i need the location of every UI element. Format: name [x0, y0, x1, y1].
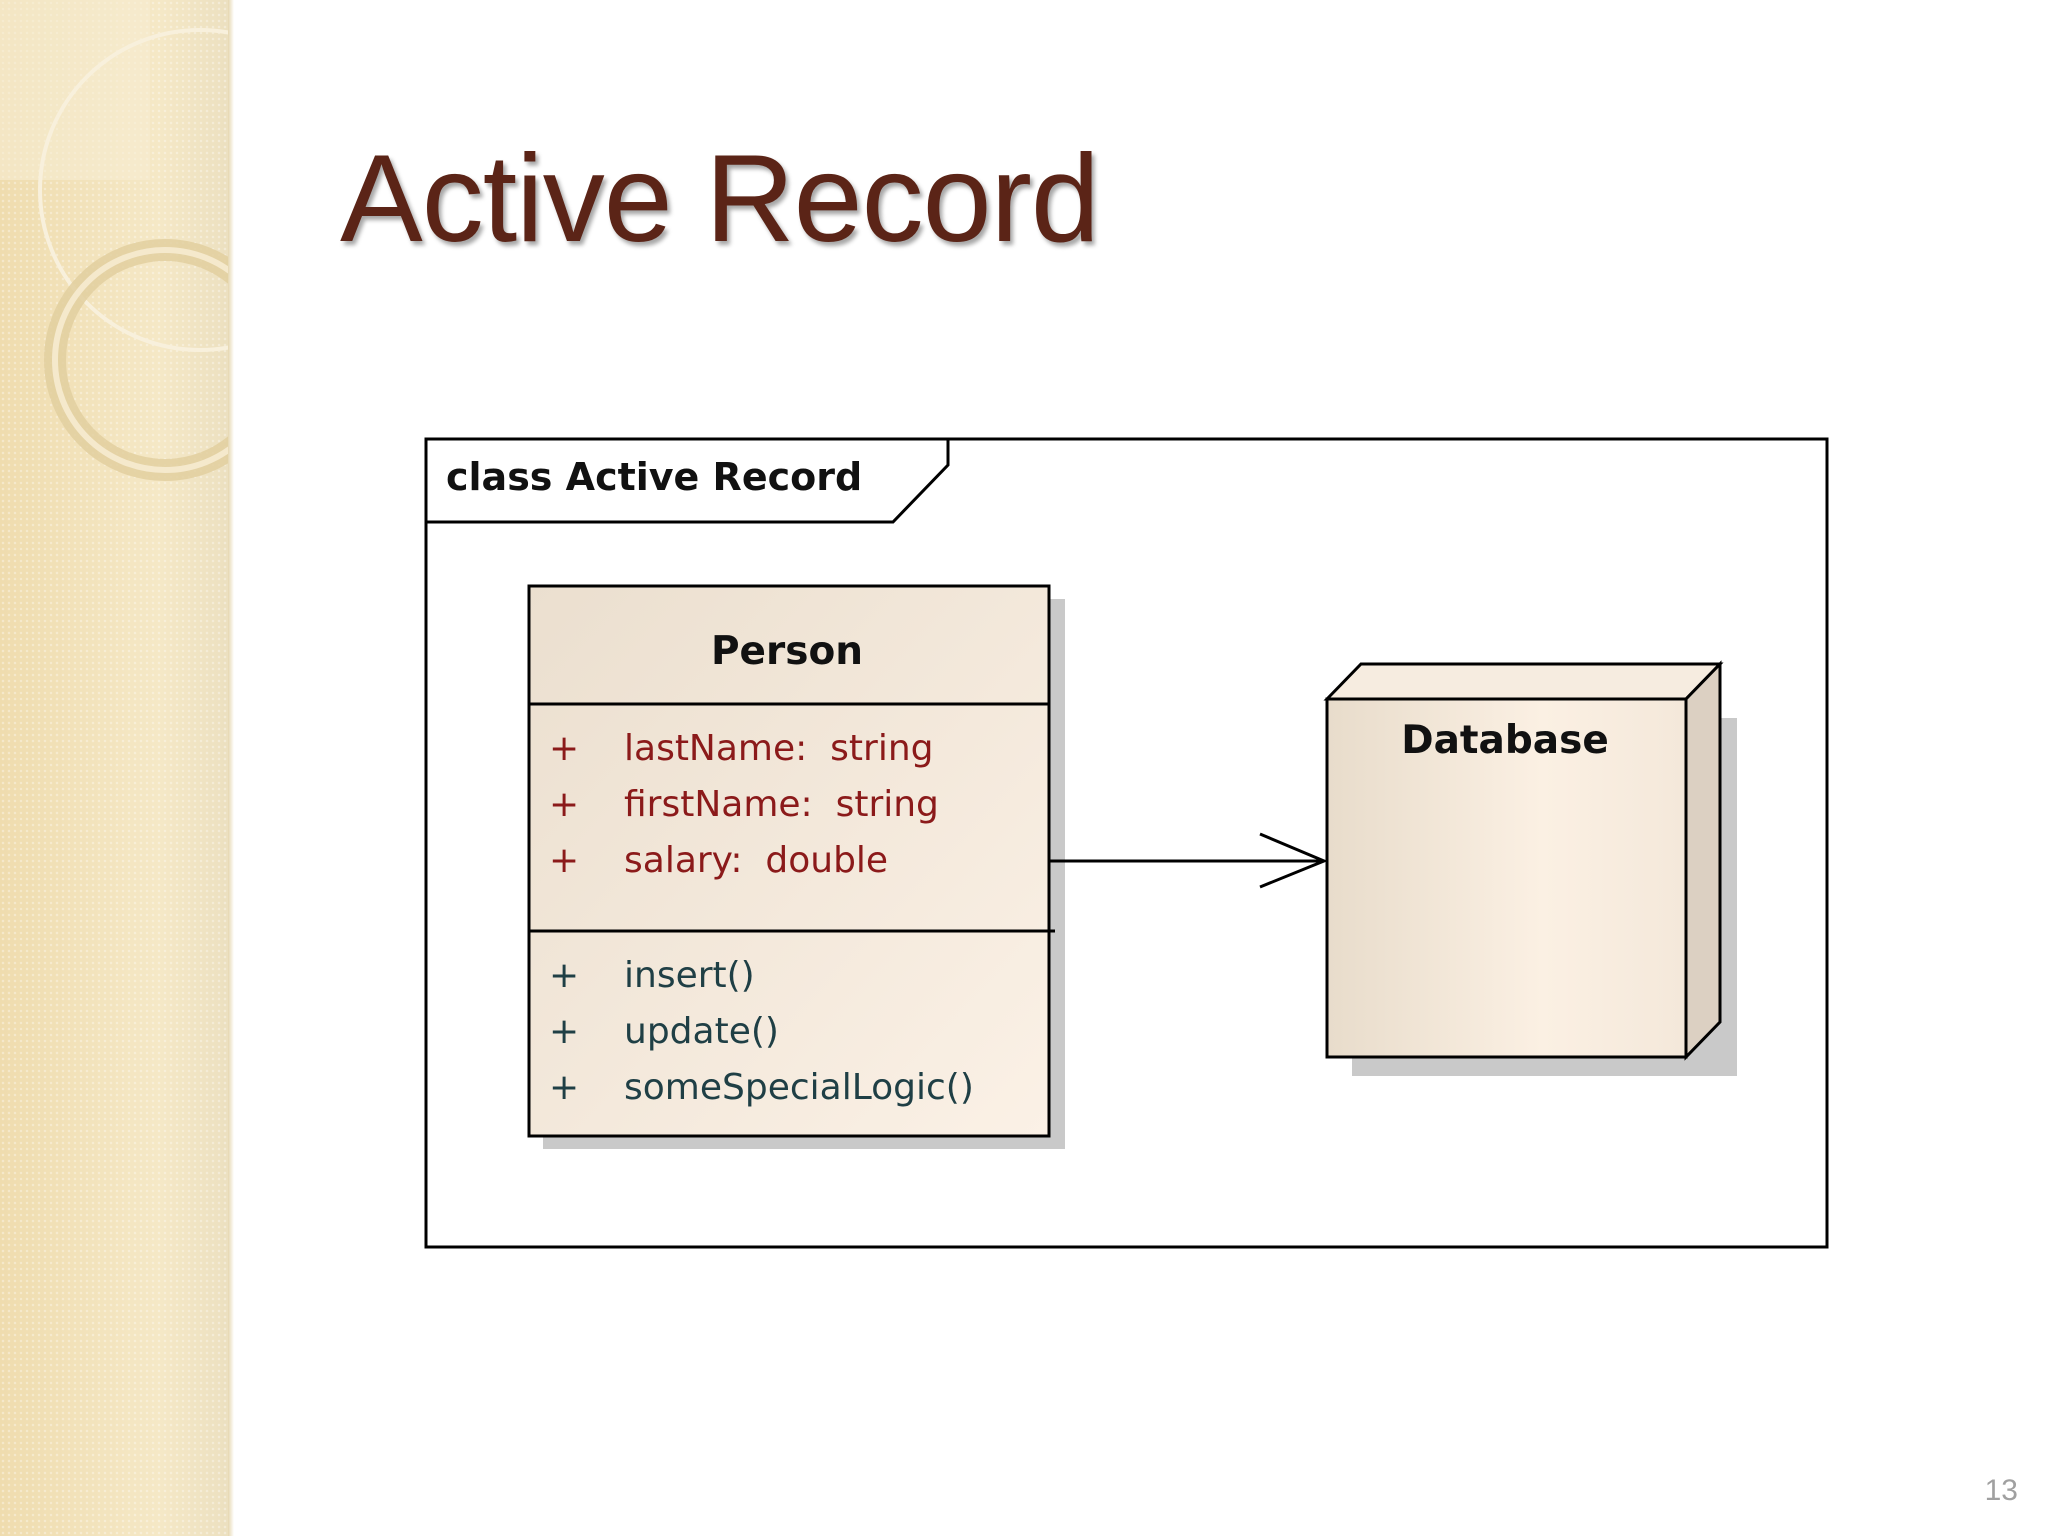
attribute-visibility: +	[549, 840, 579, 881]
frame-label: class Active Record	[446, 455, 862, 499]
attribute-last-name: lastName: string	[624, 728, 934, 769]
person-class: Person + lastName: string + firstName: s…	[527, 584, 1065, 1149]
operation-insert: insert()	[624, 955, 755, 996]
attribute-visibility: +	[549, 728, 579, 769]
operation-visibility: +	[549, 1067, 579, 1108]
decorative-rings	[0, 0, 228, 481]
database-node-side	[1684, 660, 1722, 1061]
sidebar-edge	[228, 0, 234, 1536]
frame-label-tab	[426, 439, 950, 524]
operation-visibility: +	[549, 955, 579, 996]
attribute-first-name: firstName: string	[624, 784, 939, 825]
operation-some-special-logic: someSpecialLogic()	[624, 1067, 974, 1108]
database-node: Database	[1323, 660, 1737, 1076]
slide-title: Active Record	[340, 130, 1100, 268]
operation-visibility: +	[549, 1011, 579, 1052]
slide-number: 13	[1984, 1474, 2018, 1507]
attribute-visibility: +	[549, 784, 579, 825]
person-class-name: Person	[711, 629, 863, 674]
operation-update: update()	[624, 1011, 779, 1052]
database-node-top	[1323, 662, 1724, 701]
database-node-name: Database	[1401, 718, 1609, 763]
attribute-salary: salary: double	[624, 840, 888, 881]
person-class-box	[527, 584, 1051, 1138]
association-arrowhead	[1259, 832, 1328, 889]
database-node-front	[1325, 697, 1688, 1059]
